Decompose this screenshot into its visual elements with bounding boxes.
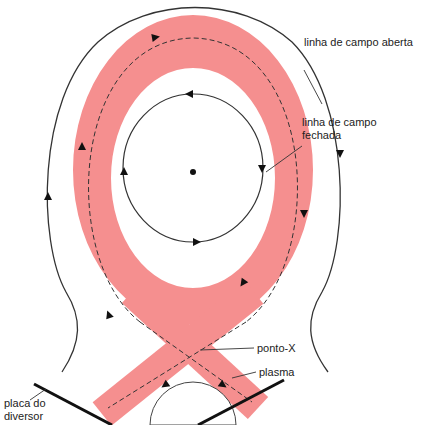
outer-boundary xyxy=(47,8,340,373)
closed-field-line xyxy=(123,94,263,242)
callout-label: plasma xyxy=(259,366,369,379)
magnetic-axis xyxy=(190,169,196,175)
callout-label: placa do diversor xyxy=(4,397,76,423)
divertor-plate xyxy=(34,384,112,425)
separatrix xyxy=(108,322,246,408)
callout-label: ponto-X xyxy=(257,342,367,355)
separatrix xyxy=(89,38,298,322)
callout-label: linha de campo aberta xyxy=(304,36,414,49)
private-region xyxy=(150,382,236,425)
direction-arrows xyxy=(44,33,344,391)
plasma-region xyxy=(73,15,313,325)
callout-label: linha de campo fechada xyxy=(302,116,412,142)
separatrix xyxy=(140,322,252,402)
divertor-plate xyxy=(198,380,284,425)
